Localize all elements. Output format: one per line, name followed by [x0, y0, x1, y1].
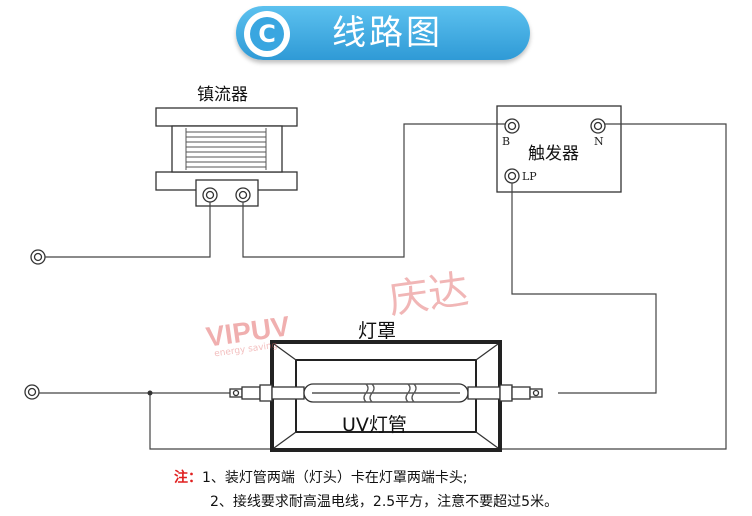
logo-glyph: C — [250, 17, 284, 51]
ballast-label: 镇流器 — [197, 85, 248, 105]
note-line-1: 注：1、装灯管两端（灯头）卡在灯罩两端卡头; — [174, 467, 468, 487]
note-prefix: 注： — [174, 470, 202, 486]
input-terminal-top — [30, 249, 46, 265]
diagram-title: 线路图 — [332, 13, 443, 53]
uv-lamp-label: UV灯管 — [342, 414, 407, 436]
trigger-pin-b-label: B — [502, 135, 511, 148]
wire-junction — [147, 390, 153, 396]
watermark-cn: 庆达 — [385, 266, 472, 324]
ballast-terminal-left — [202, 187, 218, 203]
input-terminal-bottom — [24, 384, 40, 400]
uv-lamp-tube — [229, 383, 543, 403]
wires — [39, 123, 727, 450]
note-line-2: 2、接线要求耐高温电线，2.5平方，注意不要超过5米。 — [210, 494, 559, 510]
note-text-1: 1、装灯管两端（灯头）卡在灯罩两端卡头; — [202, 470, 468, 486]
trigger-label: 触发器 — [528, 144, 579, 164]
ballast — [155, 107, 298, 207]
lamp-housing-label: 灯罩 — [358, 320, 397, 342]
trigger-terminal-n — [590, 118, 606, 134]
ballast-terminal-right — [235, 187, 251, 203]
logo-icon: C — [244, 11, 290, 57]
trigger-pin-n-label: N — [594, 135, 604, 148]
trigger-terminal-lp — [504, 168, 520, 184]
trigger-pin-lp-label: LP — [522, 170, 537, 183]
trigger-terminal-b — [504, 118, 520, 134]
